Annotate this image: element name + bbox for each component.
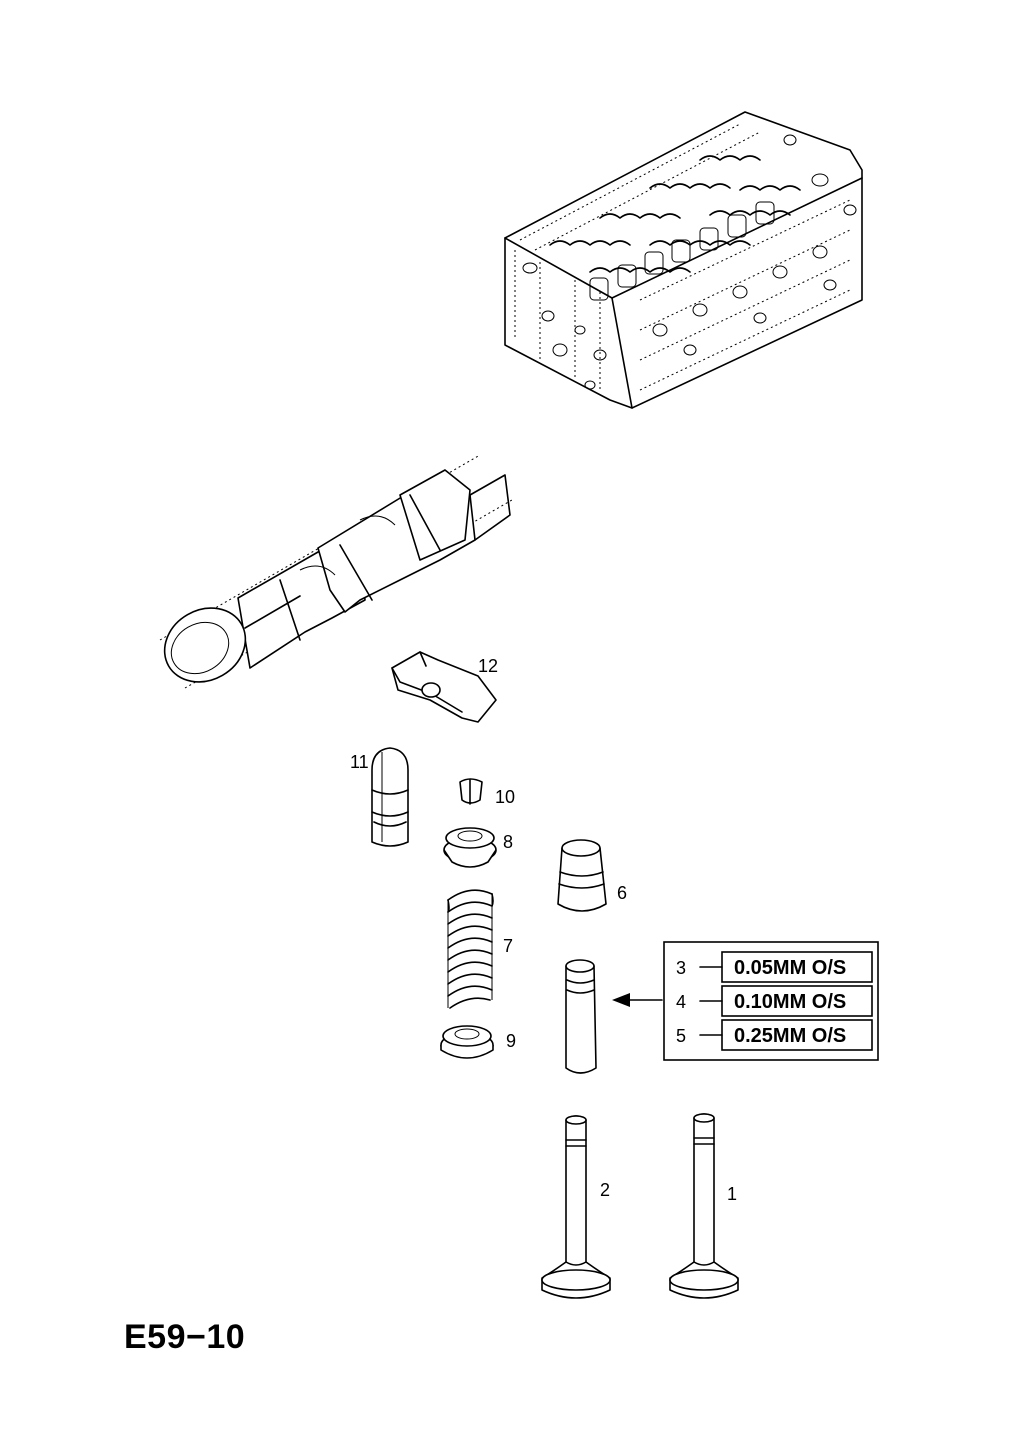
- callout-11: 11: [350, 752, 369, 772]
- spring-retainer-drawing: [443, 827, 497, 868]
- oversize-pointer-arrow: [612, 993, 663, 1007]
- oversize-ref-4: 4: [676, 992, 686, 1012]
- rocker-arm-drawing: [391, 651, 497, 723]
- oversize-ref-5: 5: [676, 1026, 686, 1046]
- cylinder-head-drawing: [504, 111, 863, 409]
- figure-code: E59−10: [124, 1318, 246, 1356]
- valve-1-drawing: [669, 1113, 739, 1299]
- callout-1: 1: [727, 1184, 737, 1204]
- oversize-ref-3: 3: [676, 958, 686, 978]
- valve-collet-drawing: [459, 778, 483, 805]
- valve-2-drawing: [541, 1115, 611, 1299]
- callout-2: 2: [600, 1180, 610, 1200]
- callout-12: 12: [478, 656, 498, 676]
- hydraulic-lifter-drawing: [371, 747, 409, 847]
- oversize-label-0-10: 0.10MM O/S: [734, 991, 846, 1013]
- callout-10: 10: [495, 787, 515, 807]
- valve-guide-sleeve-drawing: [557, 839, 607, 912]
- oversize-label-0-25: 0.25MM O/S: [734, 1025, 846, 1047]
- callout-8: 8: [503, 832, 513, 852]
- valve-guide-drawing: [565, 959, 597, 1074]
- callout-6: 6: [617, 883, 627, 903]
- valve-stem-seal-drawing: [440, 1025, 494, 1059]
- valve-spring-drawing: [447, 889, 494, 1009]
- callout-9: 9: [506, 1031, 516, 1051]
- oversize-label-0-05: 0.05MM O/S: [734, 957, 846, 979]
- camshaft-drawing: [159, 454, 513, 689]
- callout-7: 7: [503, 936, 513, 956]
- oversize-table: 3 4 5 0.05MM O/S 0.10MM O/S 0.25MM O/S: [663, 941, 879, 1061]
